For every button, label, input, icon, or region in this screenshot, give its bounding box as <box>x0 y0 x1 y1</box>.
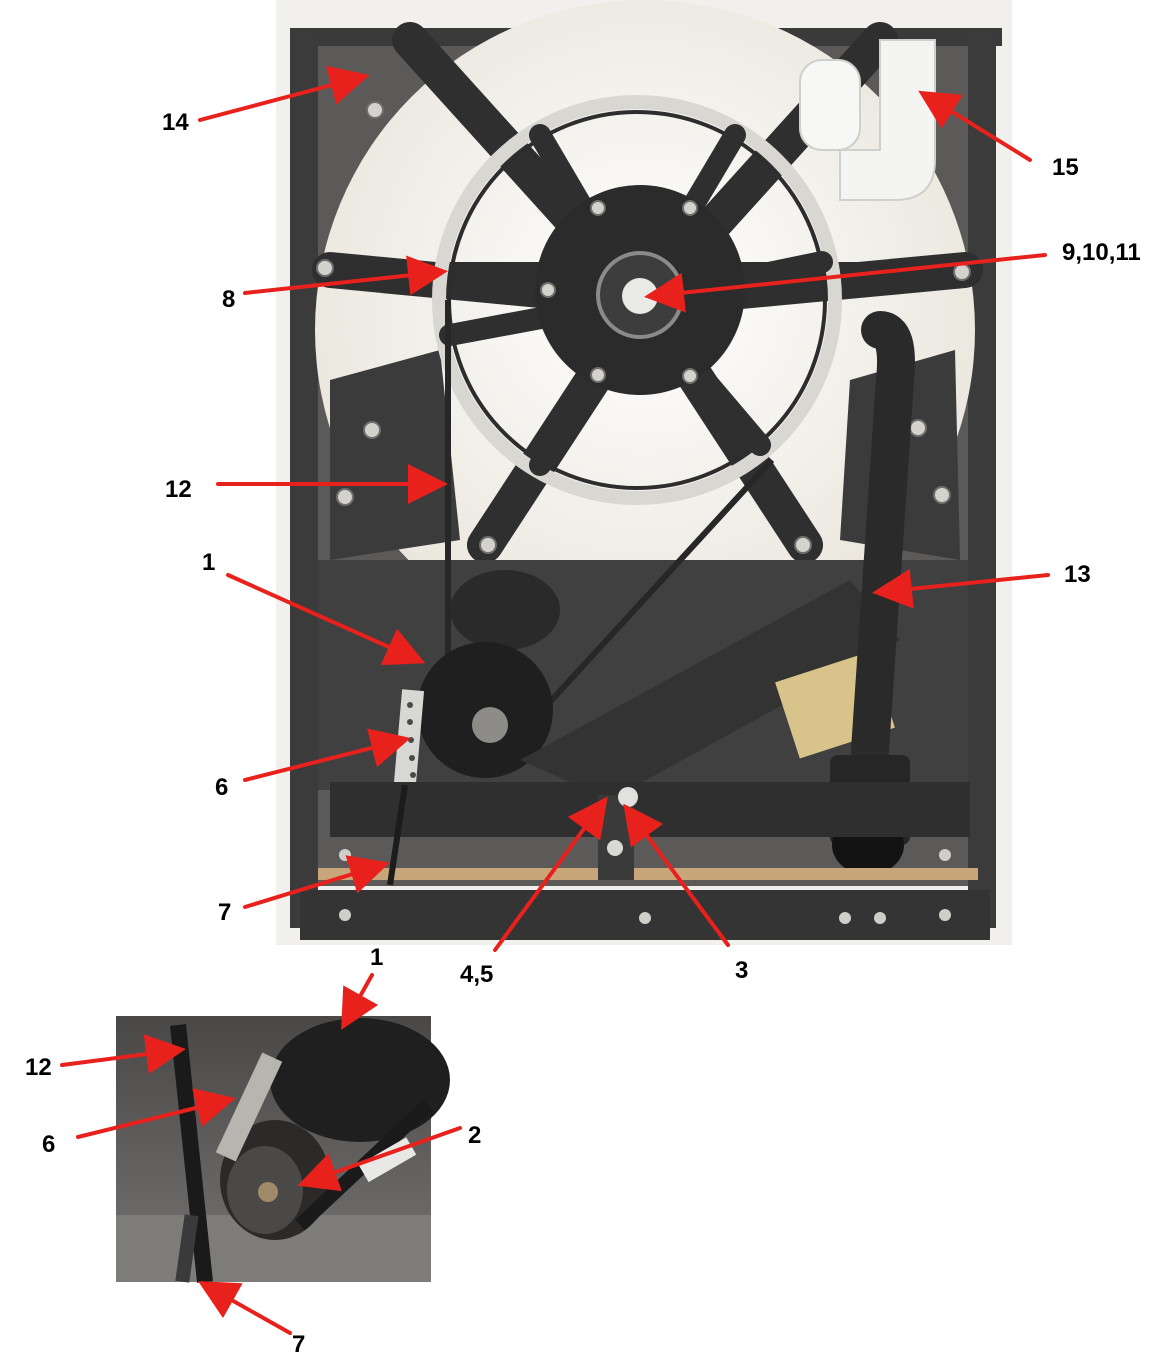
drain-hose <box>851 311 915 769</box>
callout-7-label: 7 <box>218 899 231 926</box>
callout-4-5-arrow <box>493 796 608 952</box>
motor-strut <box>520 580 900 800</box>
callout-12-label: 12 <box>165 476 192 503</box>
inset-callout-7-label: 7 <box>292 1331 305 1355</box>
inset-callout-12-label: 12 <box>25 1054 52 1081</box>
callout-3: 3 <box>623 803 748 984</box>
machine-rear-view <box>276 0 1012 945</box>
callout-1: 1 <box>202 549 426 666</box>
inset-callout-1-label: 1 <box>370 944 383 971</box>
inset-callout-2-arrow <box>297 1126 462 1192</box>
inset-callout-7-arrow <box>198 1281 292 1335</box>
drain-elbow <box>799 59 861 151</box>
callout-8-arrow <box>243 255 448 296</box>
callout-15-arrow <box>918 90 1032 162</box>
callout-15: 15 <box>918 90 1079 181</box>
callout-14-arrow <box>198 65 370 122</box>
callout-3-arrow <box>623 803 730 947</box>
callout-14: 14 <box>162 65 370 136</box>
base-bolts <box>339 849 951 924</box>
callout-1-arrow <box>226 573 426 666</box>
center-bracket-nut <box>618 787 638 807</box>
inset-callout-12-arrow <box>60 1034 186 1074</box>
callout-4-5-label: 4,5 <box>460 961 493 988</box>
drum-pulley-rim <box>432 95 842 505</box>
callout-8-label: 8 <box>222 286 235 313</box>
inset-callout-2: 2 <box>297 1122 481 1192</box>
callout-6: 6 <box>215 728 411 801</box>
callout-13: 13 <box>872 561 1091 609</box>
inset-callout-7: 7 <box>198 1281 305 1355</box>
callout-15-label: 15 <box>1052 154 1079 181</box>
callout-14-label: 14 <box>162 109 189 136</box>
inset-callout-2-label: 2 <box>468 1122 481 1149</box>
motor-pulley <box>472 707 508 743</box>
inset-callout-6-arrow <box>76 1088 236 1139</box>
callout-1-label: 1 <box>202 549 215 576</box>
frame-right-post <box>968 28 996 928</box>
inset-motor-closeup <box>116 1016 450 1283</box>
callout-9-10-11-arrow <box>644 253 1047 313</box>
bottom-crossbar <box>330 782 970 837</box>
callout-8: 8 <box>222 255 448 313</box>
inset-callout-6-label: 6 <box>42 1131 55 1158</box>
inset-callout-6: 6 <box>42 1088 236 1158</box>
drive-belt <box>445 300 775 743</box>
tension-rod <box>387 784 408 886</box>
callout-4-5: 4,5 <box>460 796 608 988</box>
inset-adjustment-plate <box>215 1052 283 1162</box>
callout-9-10-11: 9,10,11 <box>644 239 1141 313</box>
callouts-inset: 1 12 6 2 7 <box>25 944 481 1355</box>
callout-7-arrow <box>243 855 390 909</box>
callout-3-label: 3 <box>735 957 748 984</box>
motor-body <box>450 570 560 650</box>
inset-tension-rod <box>175 1214 199 1283</box>
callouts-main: 14 15 9,10,11 8 12 1 13 <box>162 65 1141 988</box>
callout-13-arrow <box>872 568 1050 609</box>
inset-motor-housing <box>270 1018 450 1142</box>
callout-7: 7 <box>218 855 390 926</box>
drain-pipe-top <box>839 39 936 201</box>
drum-bolts <box>316 101 971 554</box>
inset-shaft <box>258 1182 278 1202</box>
inset-callout-1: 1 <box>341 944 383 1030</box>
callout-6-label: 6 <box>215 774 228 801</box>
callout-6-arrow <box>243 728 411 782</box>
callout-13-label: 13 <box>1064 561 1091 588</box>
center-bracket-bolt <box>607 840 623 856</box>
callout-12: 12 <box>165 464 448 504</box>
bottom-rail <box>318 868 978 880</box>
frame-left-post <box>290 28 318 928</box>
callout-9-10-11-label: 9,10,11 <box>1062 239 1141 266</box>
center-bracket <box>598 795 634 880</box>
inset-callout-12: 12 <box>25 1034 186 1081</box>
left-bracket <box>330 350 460 560</box>
inset-callout-1-arrow <box>341 973 379 1030</box>
